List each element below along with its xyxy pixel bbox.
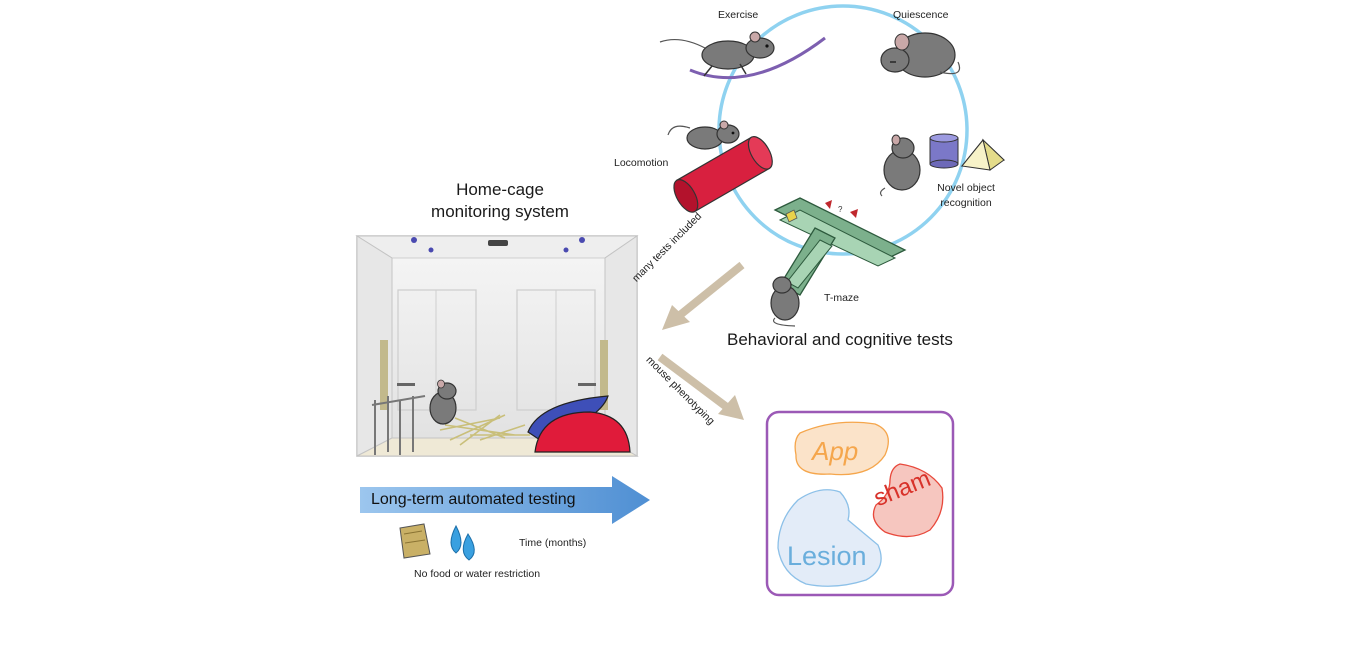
app-label: App (812, 436, 859, 466)
novel-object-label-line2: recognition (940, 197, 992, 209)
sham-cluster (872, 463, 944, 538)
novel-object-label-line1: Novel object (937, 182, 995, 194)
t-maze-label: T-maze (824, 292, 860, 304)
quiescence-label: Quiescence (893, 9, 949, 21)
water-drop-icon (450, 524, 475, 561)
cylinder-object-icon (929, 133, 959, 169)
timeline-arrow (360, 476, 650, 524)
lesion-cluster (777, 489, 882, 587)
food-pellet-icon (399, 523, 431, 559)
novel-object-label: Novel object recognition (925, 182, 1007, 209)
locomotion-label: Locomotion (614, 157, 669, 169)
home-cage-title-line2: monitoring system (431, 202, 569, 221)
pyramid-object-icon (960, 138, 1006, 171)
quiescence-mouse-icon (880, 32, 961, 78)
time-months-label: Time (months) (519, 537, 587, 549)
home-cage-title-line1: Home-cage (456, 180, 544, 199)
timeline-banner-label: Long-term automated testing (371, 491, 576, 508)
home-cage-title: Home-cage monitoring system (420, 180, 580, 222)
home-cage-illustration (355, 235, 639, 457)
lesion-label: Lesion (787, 541, 867, 571)
no-restriction-label: No food or water restriction (414, 568, 541, 580)
t-maze-mouse-icon (770, 276, 800, 327)
novel-object-mouse-icon (879, 134, 921, 197)
t-maze-icon: ? (773, 197, 907, 296)
lower-arrow (657, 353, 744, 420)
svg-text:?: ? (838, 205, 843, 214)
locomotion-mouse-icon (667, 120, 740, 150)
upper-arrow (662, 261, 745, 330)
exercise-label: Exercise (718, 9, 759, 21)
exercise-mouse-icon (659, 31, 826, 80)
app-cluster (794, 421, 889, 476)
locomotion-roll-icon (673, 136, 773, 213)
behavioral-tests-title: Behavioral and cognitive tests (727, 330, 953, 349)
